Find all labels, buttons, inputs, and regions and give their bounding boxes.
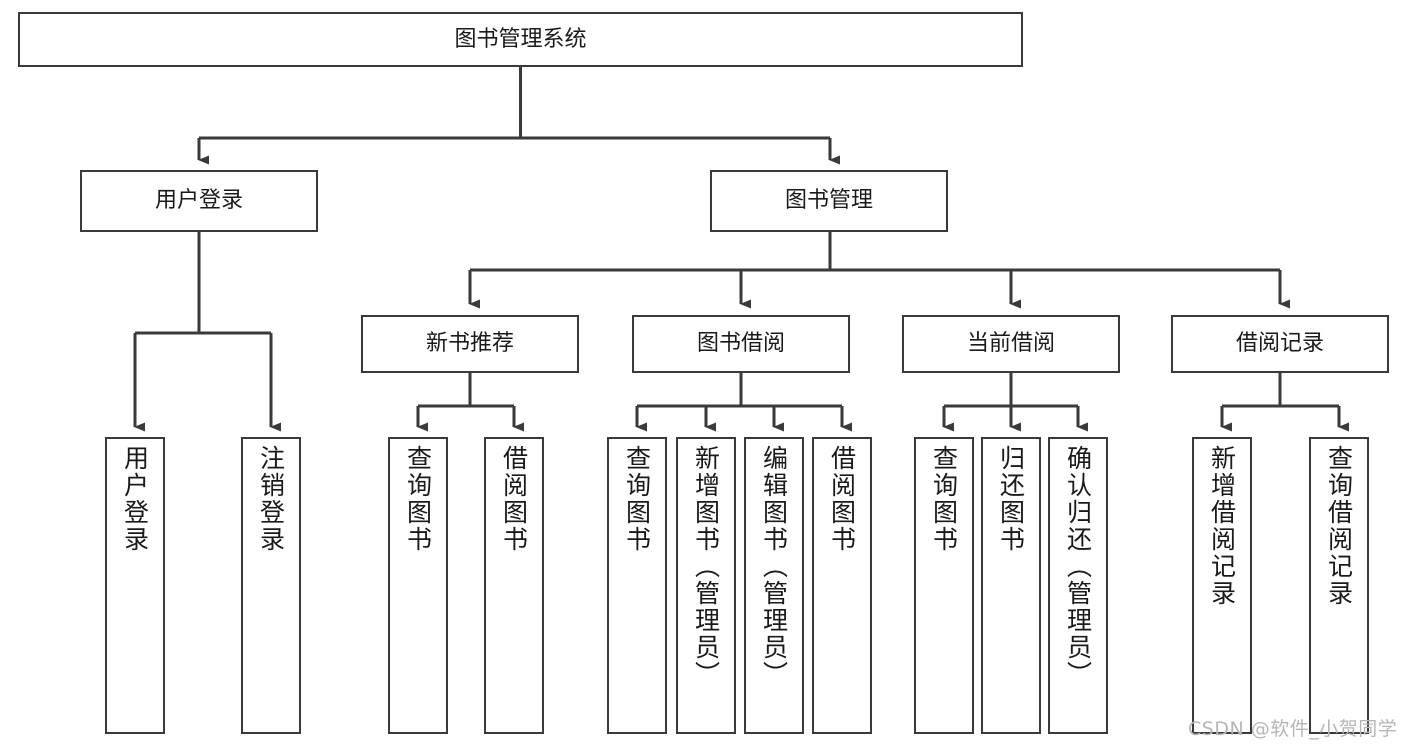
node-leaf-label: 查询图书 [403, 445, 433, 553]
node-leaf[interactable]: 新增借阅记录 [1192, 437, 1252, 734]
node-leaf-label: 借阅图书 [499, 445, 529, 553]
node-leaf[interactable]: 新增图书（管理员） [676, 437, 736, 734]
node-level3-borrow-records-label: 借阅记录 [1235, 331, 1324, 357]
node-leaf-label: 查询图书 [929, 445, 959, 553]
node-leaf-label: 新增图书（管理员） [691, 445, 721, 688]
node-level2-user-login-label: 用户登录 [154, 188, 243, 214]
node-leaf[interactable]: 借阅图书 [812, 437, 872, 734]
node-leaf-label: 借阅图书 [827, 445, 857, 553]
node-leaf[interactable]: 确认归还（管理员） [1048, 437, 1108, 734]
node-leaf[interactable]: 查询图书 [914, 437, 974, 734]
node-leaf[interactable]: 查询图书 [607, 437, 667, 734]
node-leaf-label: 注销登录 [256, 445, 286, 553]
node-level2-book-management[interactable]: 图书管理 [710, 170, 948, 232]
node-leaf-label: 查询图书 [622, 445, 652, 553]
node-level3-book-borrow[interactable]: 图书借阅 [632, 315, 850, 373]
node-leaf[interactable]: 编辑图书（管理员） [744, 437, 804, 734]
node-leaf[interactable]: 查询借阅记录 [1309, 437, 1369, 734]
node-leaf-label: 用户登录 [120, 445, 150, 553]
node-leaf-label: 编辑图书（管理员） [759, 445, 789, 688]
node-leaf-label: 确认归还（管理员） [1063, 445, 1093, 688]
node-leaf[interactable]: 用户登录 [105, 437, 165, 734]
node-leaf[interactable]: 归还图书 [981, 437, 1041, 734]
node-level3-current-borrow-label: 当前借阅 [966, 331, 1055, 357]
node-level2-user-login[interactable]: 用户登录 [80, 170, 318, 232]
node-leaf[interactable]: 查询图书 [388, 437, 448, 734]
node-level2-book-management-label: 图书管理 [784, 188, 873, 214]
node-leaf-label: 查询借阅记录 [1324, 445, 1354, 607]
node-level3-new-book-recommend-label: 新书推荐 [425, 331, 514, 357]
node-leaf-label: 归还图书 [996, 445, 1026, 553]
node-level3-borrow-records[interactable]: 借阅记录 [1171, 315, 1389, 373]
node-level3-book-borrow-label: 图书借阅 [696, 331, 785, 357]
node-root-system[interactable]: 图书管理系统 [18, 12, 1023, 67]
node-root-label: 图书管理系统 [454, 26, 587, 52]
node-level3-new-book-recommend[interactable]: 新书推荐 [361, 315, 579, 373]
node-leaf-label: 新增借阅记录 [1207, 445, 1237, 607]
node-leaf[interactable]: 注销登录 [241, 437, 301, 734]
node-leaf[interactable]: 借阅图书 [484, 437, 544, 734]
node-level3-current-borrow[interactable]: 当前借阅 [902, 315, 1120, 373]
